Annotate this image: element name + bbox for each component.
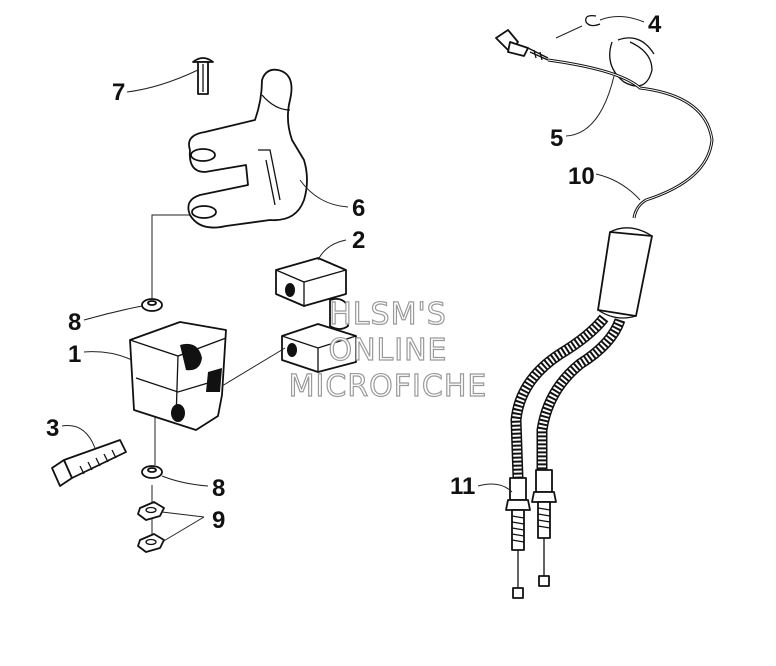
split-clamp-part-2 xyxy=(275,257,357,373)
pin-part-7 xyxy=(192,57,214,95)
cable-end xyxy=(495,29,549,61)
leader-part-9 xyxy=(161,511,205,543)
callout-part-1: 1 xyxy=(68,341,81,368)
bolt-part-3 xyxy=(51,439,127,487)
callout-part-11: 11 xyxy=(450,473,475,500)
callout-part-5: 5 xyxy=(550,125,563,152)
washer-part-8-lower xyxy=(141,465,163,479)
leader-part-4 xyxy=(555,16,645,39)
clip-part-4 xyxy=(585,14,601,27)
clevis-bracket-part-6 xyxy=(187,68,308,229)
adjuster-part-11 xyxy=(505,469,557,599)
callout-part-9: 9 xyxy=(212,507,225,534)
callout-part-3: 3 xyxy=(46,415,59,442)
callout-part-4: 4 xyxy=(648,11,662,38)
callout-part-7: 7 xyxy=(112,79,125,106)
leader-part-5 xyxy=(565,75,615,137)
braided-cables xyxy=(510,314,626,479)
callout-part-6: 6 xyxy=(352,195,365,222)
watermark-line-2: ONLINE xyxy=(328,333,447,368)
clamp-block-part-1 xyxy=(129,321,227,431)
junction-housing xyxy=(597,227,653,319)
watermark-line-3: MICROFICHE xyxy=(289,369,488,404)
leader-part-6 xyxy=(299,179,349,208)
callout-part-2: 2 xyxy=(352,227,365,254)
spring-ring-part-5 xyxy=(609,37,655,87)
callout-part-10: 10 xyxy=(568,163,595,190)
leader-part-10 xyxy=(595,173,641,201)
leader-part-8-lower xyxy=(161,475,209,487)
nut-part-9 xyxy=(137,501,165,553)
leader-part-11 xyxy=(477,483,513,493)
cable-part-10 xyxy=(547,58,714,219)
watermark-line-1: HLSM'S xyxy=(329,297,447,332)
leader-part-2-link xyxy=(221,347,286,387)
leader-part-1 xyxy=(83,351,133,361)
callout-part-8-lower: 8 xyxy=(212,475,225,502)
leader-part-2 xyxy=(317,239,347,261)
leader-part-8-upper xyxy=(83,305,143,321)
washer-part-8-upper xyxy=(141,298,163,312)
leader-part-7 xyxy=(126,69,199,93)
leader-part-3 xyxy=(61,424,96,449)
callout-part-8-upper: 8 xyxy=(68,309,81,336)
